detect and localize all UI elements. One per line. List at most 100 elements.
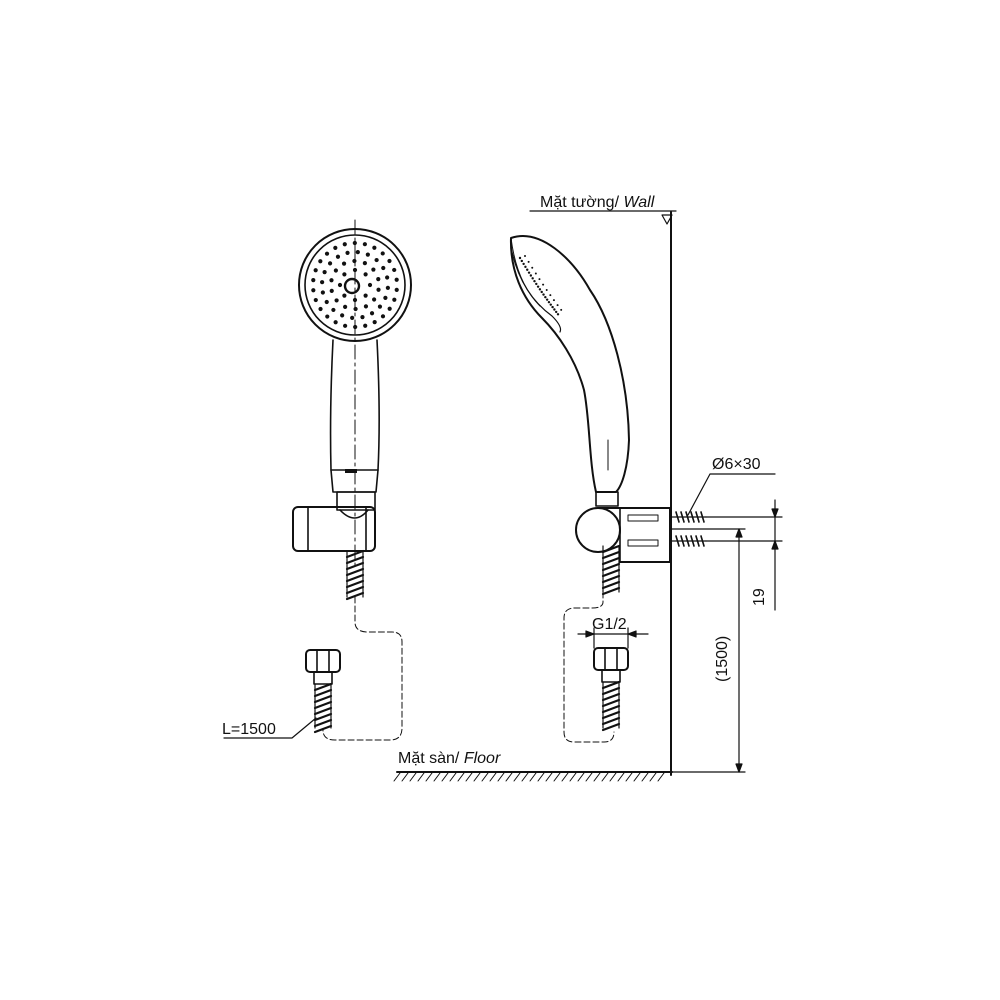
nozzle-dot [320,290,325,295]
hose-coil-winding [601,544,621,596]
floor-hatch-line [633,772,641,782]
side-view [393,210,783,782]
floor-hatch-line [497,772,505,782]
nozzle-dot [372,297,377,302]
nozzle-dot [313,268,318,273]
nozzle-dot [363,293,368,298]
floor-hatch-line [625,772,633,782]
floor-hatch-line [449,772,457,782]
nozzle-dot [527,271,531,274]
nozzle-dot [535,282,538,286]
nozzle-dot [334,298,339,303]
floor-hatch-line [561,772,569,782]
nozzle-dot [342,293,347,298]
nozzle-dot [387,306,392,311]
thread-dimension [577,627,649,649]
nozzle-dot [327,261,333,266]
floor-hatch-line [465,772,473,782]
nozzle-dot [333,245,338,250]
nozzle-dot [549,294,552,297]
nozzle-dot [367,282,373,288]
floor-hatch-line [481,772,489,782]
bracket-height-dimension [705,499,783,611]
nozzle-dot [372,320,377,325]
floor-hatch-line [441,772,449,782]
nozzle-dot [536,285,540,288]
wall-screws [671,511,707,547]
nozzle-dot [544,295,547,299]
nozzle-dot [522,262,525,266]
floor-hatch-line [457,772,465,782]
nozzle-dot [392,297,397,302]
side-hose-nut [593,647,629,683]
front-hose-nut [305,649,341,685]
front-view [223,219,412,741]
nozzle-dot [374,257,379,263]
side-holder [575,507,671,563]
front-hose-coil [345,549,365,601]
nozzle-dot [542,283,545,286]
side-hose-path [563,591,615,743]
floor-hatch-line [641,772,649,782]
nozzle-dot [394,277,399,282]
floor-hatch-line [545,772,553,782]
nozzle-dot [333,268,338,273]
front-hose-path [322,596,403,741]
mount-height-label: (1500) [714,635,731,682]
floor-hatch-line [593,772,601,782]
nozzle-dot [372,245,377,250]
nozzle-dot [363,272,368,277]
nozzle-dot [376,276,381,282]
floor-hatch-line [401,772,409,782]
nozzle-dot [318,259,323,264]
floor-hatch-line [617,772,625,782]
front-hose-coil-lower [313,682,333,734]
nozzle-dot [342,242,347,247]
nozzle-dot [538,288,542,291]
nozzle-dot [551,305,554,309]
nozzle-dot [540,290,543,294]
nozzle-dot [529,274,533,277]
nozzle-dot [320,280,325,285]
hose-coil-winding [345,549,365,601]
floor-hatch-line [577,772,585,782]
nozzle-dot [318,306,323,312]
nozzle-dot [352,297,358,303]
nozzle-dot [355,250,360,255]
nozzle-dot [324,299,329,305]
nozzle-dot [542,293,545,296]
floor-hatch-line [513,772,521,782]
nozzle-dot [545,288,548,291]
nozzle-dot [380,251,385,256]
side-hose-coil-lower [601,680,621,732]
nozzle-dot [324,251,330,256]
nozzle-dot [350,315,355,320]
nozzle-dot [377,304,383,309]
side-shower-face [511,251,562,333]
nozzle-dot [383,295,388,300]
floor-hatch-line [393,772,401,782]
bracket-height-label: 19 [751,588,768,606]
nozzle-dot [325,314,330,319]
nozzle-dot [333,320,338,325]
nozzle-dot [556,313,560,316]
nozzle-dot [362,261,367,266]
floor-label-vi: Mặt sàn/ [398,750,460,767]
floor-hatch-line [585,772,593,782]
nozzle-dot [524,265,527,269]
floor-hatch-line [473,772,481,782]
floor-hatch-line [409,772,417,782]
floor-hatch-line [553,772,561,782]
nozzle-dot [385,285,390,290]
nozzle-dot [353,306,358,312]
nozzle-dot [549,303,552,306]
nozzle-dot [556,304,559,307]
floor-hatch-line [601,772,609,782]
nozzle-dot [311,288,316,293]
floor-label: Mặt sàn/ Floor [398,751,500,767]
wall-label-en: Wall [623,194,655,211]
floor-hatch-line [649,772,657,782]
nozzle-dot [526,268,529,271]
nozzle-dot [531,266,534,269]
nozzle-dot [531,277,534,280]
